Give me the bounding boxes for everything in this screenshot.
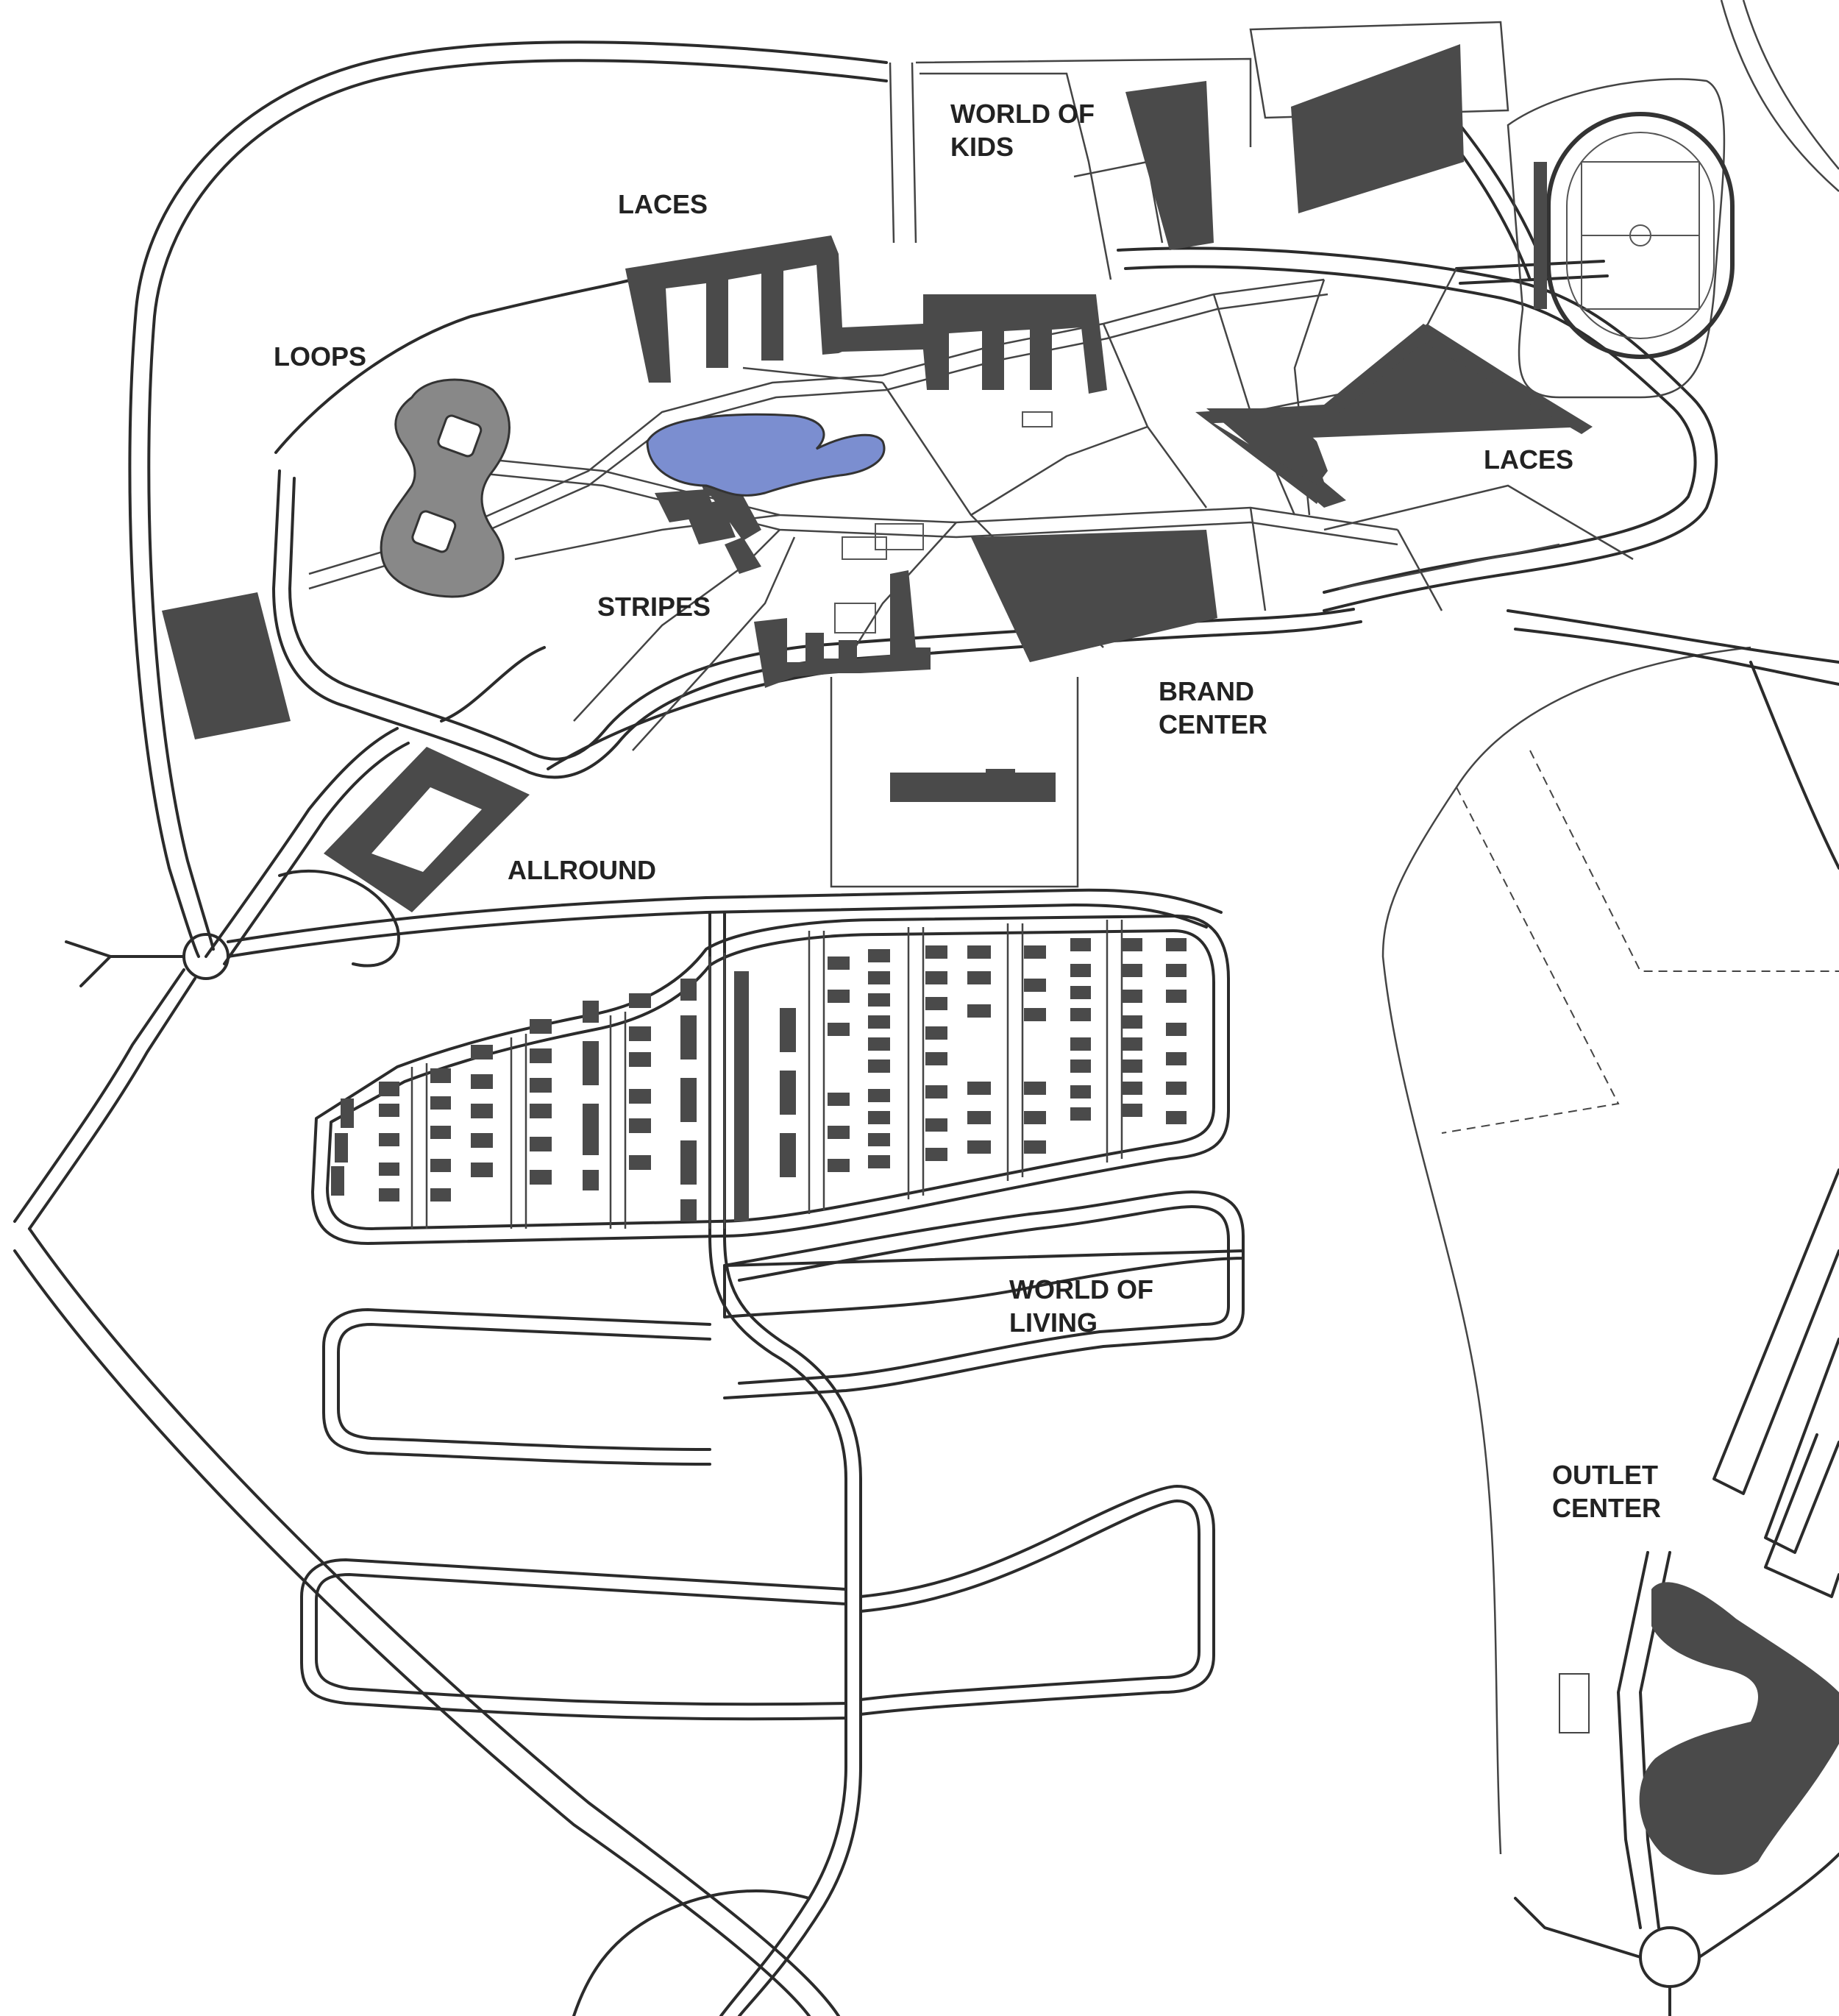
- stadium-grandstand: [1534, 162, 1547, 309]
- running-track: [1546, 112, 1735, 359]
- brand-center-plot-building: [890, 769, 1056, 802]
- stadium-access-road: [1455, 260, 1609, 285]
- south-west-lane: [572, 1889, 811, 2016]
- loops-building: [380, 378, 511, 598]
- label-outlet-center-line1: OUTLET: [1552, 1460, 1658, 1490]
- small-pavilion: [1022, 411, 1053, 427]
- west-exit-road: [13, 940, 196, 1230]
- brand-center-building: [971, 530, 1217, 662]
- laces-east-chevron: [1195, 324, 1593, 504]
- allround-access-road-inner: [223, 742, 410, 965]
- north-east-frame: [1249, 21, 1509, 119]
- north-block-frame: [889, 57, 1252, 244]
- outlet-region-boundary: [1381, 646, 1751, 1855]
- main-south-road-inner: [227, 888, 1223, 943]
- laces-east-frame: [1323, 484, 1634, 590]
- cluster-streets: [410, 920, 1123, 1229]
- living-lane-west-1-inner: [337, 1323, 711, 1451]
- outlet-block-frame-1: [1712, 1168, 1839, 1495]
- label-allround: ALLROUND: [508, 855, 656, 885]
- stripes-building: [655, 471, 761, 574]
- east-dashed-plot: [1441, 750, 1839, 1134]
- label-outlet-center-line2: CENTER: [1552, 1493, 1661, 1523]
- label-brand-center-line1: BRAND: [1159, 676, 1254, 706]
- brand-center-plot: [830, 677, 1079, 888]
- outlet-east-road: [1749, 661, 1839, 870]
- label-world-of-kids-line2: KIDS: [950, 132, 1014, 162]
- living-lane-west-1: [322, 1308, 711, 1466]
- living-lane-2-inner: [859, 1499, 1200, 1701]
- laces-north-building: [625, 235, 1107, 394]
- south-west-diagonal-road-inner: [13, 1249, 811, 2016]
- world-of-kids-building: [1125, 81, 1214, 250]
- living-lane-west-2-inner: [315, 1573, 847, 1706]
- stadium: [1507, 78, 1735, 399]
- lake: [646, 413, 886, 497]
- main-south-road: [227, 904, 1208, 958]
- running-track-inner: [1566, 132, 1715, 339]
- outer-ring-road-inner: [147, 59, 888, 951]
- residential-cluster-inner: [326, 929, 1215, 1230]
- south-west-diagonal-road: [28, 1227, 840, 2016]
- outer-ring-road: [128, 40, 888, 958]
- east-perimeter-road-inner: [1720, 0, 1839, 192]
- allround-access-road: [204, 727, 399, 958]
- east-campus-road: [1117, 246, 1718, 612]
- label-world-of-living-line2: LIVING: [1009, 1307, 1098, 1338]
- outlet-access-road: [1507, 609, 1839, 686]
- internal-paths: [308, 268, 1509, 751]
- residential-cluster-outline: [311, 915, 1230, 1245]
- buildings: [162, 44, 1839, 1875]
- outlet-kiosk: [1559, 1673, 1590, 1733]
- living-lane-1-loop-inner: [738, 1205, 1230, 1385]
- allround-building: [324, 747, 530, 912]
- outlet-south-road: [1514, 1853, 1839, 2016]
- living-lane-west-2: [300, 1558, 847, 1721]
- stripes-south-building: [754, 570, 931, 688]
- south-central-road: [708, 911, 847, 2016]
- south-campus-road: [440, 646, 847, 770]
- north-east-building: [1291, 44, 1464, 213]
- living-lane-2: [859, 1485, 1215, 1716]
- outlet-roundabout: [1639, 1926, 1701, 1988]
- living-lane-1-loop: [723, 1190, 1245, 1399]
- label-laces-east: LACES: [1484, 444, 1573, 475]
- outlet-center-building: [1639, 1582, 1839, 1875]
- outlet-block-frame-2: [1764, 1338, 1839, 1554]
- residential-houses: [331, 938, 1187, 1221]
- east-perimeter-road: [1742, 0, 1839, 170]
- west-building: [162, 592, 291, 739]
- label-stripes: STRIPES: [597, 592, 711, 622]
- label-laces-north: LACES: [618, 189, 708, 219]
- label-loops: LOOPS: [274, 341, 366, 372]
- label-world-of-living-line1: WORLD OF: [1009, 1274, 1153, 1305]
- outlet-block-frame-3: [1764, 1433, 1839, 1598]
- label-world-of-kids-line1: WORLD OF: [950, 99, 1095, 129]
- mini-pitch: [834, 603, 876, 633]
- area-labels: WORLD OF KIDS LACES LOOPS LACES STRIPES …: [274, 99, 1661, 1523]
- tennis-court: [842, 536, 887, 560]
- living-lane-1: [723, 1249, 1245, 1318]
- label-brand-center-line2: CENTER: [1159, 709, 1267, 739]
